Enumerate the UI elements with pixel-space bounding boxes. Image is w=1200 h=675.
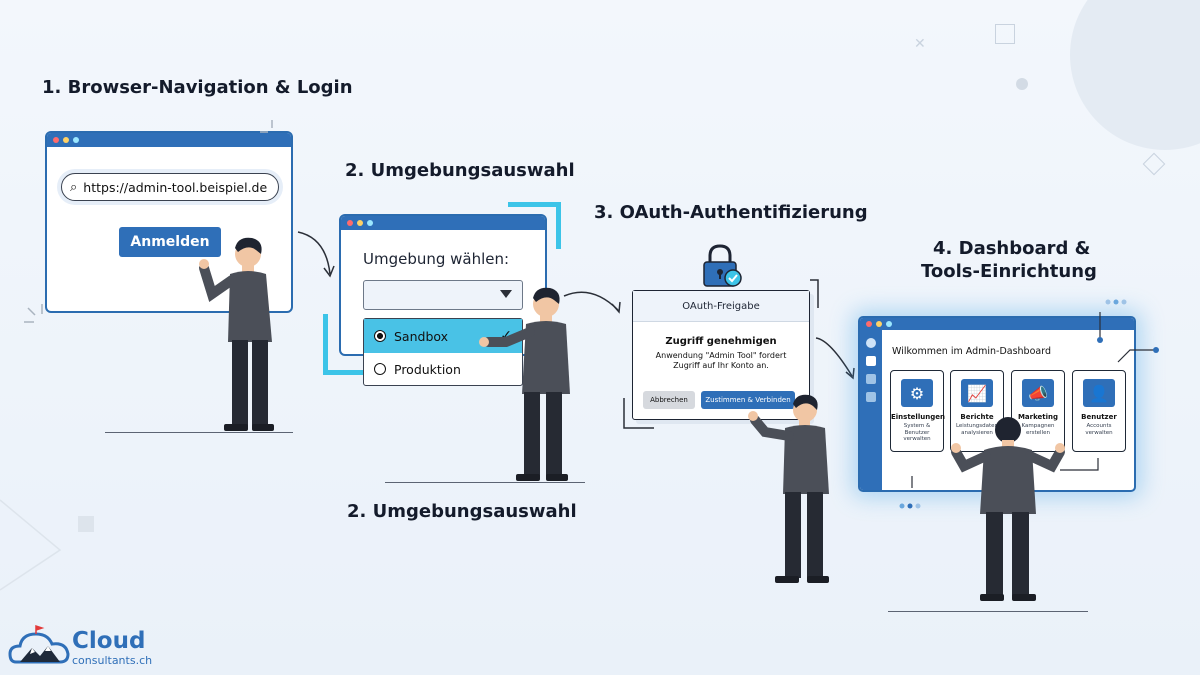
sidebar-item[interactable] <box>866 392 876 402</box>
env-options-list: Sandbox ✓ Produktion <box>363 318 523 386</box>
click-sparks <box>260 120 273 133</box>
dashboard-sidebar <box>860 330 882 490</box>
person-approving <box>748 394 829 583</box>
lock-icon <box>703 244 742 287</box>
bg-square-filled <box>78 516 94 532</box>
card-desc: Kampagnen erstellen <box>1021 423 1055 436</box>
card-title: Berichte <box>960 413 994 421</box>
dashboard-titlebar <box>860 318 1134 330</box>
step3-title: 3. OAuth-Authentifizierung <box>594 202 868 223</box>
checkmark-icon: ✓ <box>500 328 512 344</box>
ground-line <box>888 611 1088 612</box>
megaphone-icon: 📣 <box>1022 379 1054 407</box>
flow-arrow <box>297 231 335 278</box>
user-icon: 👤 <box>1083 379 1115 407</box>
ground-line <box>385 482 585 483</box>
env-select[interactable] <box>363 280 523 310</box>
person-selecting-env <box>479 287 570 481</box>
ground-line <box>105 432 293 433</box>
person-dashboard <box>951 417 1065 601</box>
env-titlebar <box>341 216 545 230</box>
login-button[interactable]: Anmelden <box>119 227 221 257</box>
sidebar-item[interactable] <box>866 374 876 384</box>
env-dialog-shadow <box>508 202 561 249</box>
env-option-produktion[interactable]: Produktion <box>364 353 522 385</box>
radio-selected-icon <box>374 330 386 342</box>
step1-title: 1. Browser-Navigation & Login <box>42 77 353 98</box>
card-marketing[interactable]: 📣 Marketing Kampagnen erstellen <box>1011 370 1065 452</box>
card-title: Einstellungen <box>891 413 945 421</box>
bg-lines <box>0 499 62 591</box>
url-text: https://admin-tool.beispiel.de <box>83 179 268 195</box>
person-pointing-login <box>199 237 274 431</box>
oauth-message: Anwendung "Admin Tool" fordert Zugriff a… <box>655 351 787 371</box>
gear-icon: ⚙ <box>901 379 933 407</box>
env-heading: Umgebung wählen: <box>363 250 510 268</box>
oauth-titlebar: OAuth-Freigabe <box>633 291 809 322</box>
bg-x-mark: ✕ <box>914 36 926 52</box>
dashboard-welcome: Wilkommen im Admin-Dashboard <box>892 346 1051 357</box>
step4-title-line2: Tools-Einrichtung <box>921 261 1097 282</box>
card-berichte[interactable]: 📈 Berichte Leistungsdaten analysieren <box>950 370 1004 452</box>
env-option-label: Produktion <box>394 361 461 377</box>
chart-icon: 📈 <box>961 379 993 407</box>
oauth-heading: Zugriff genehmigen <box>665 336 777 347</box>
connector-lines <box>899 299 1159 509</box>
card-desc: Leistungsdaten analysieren <box>955 423 999 436</box>
sidebar-item[interactable] <box>866 338 876 348</box>
step2-title-top: 2. Umgebungsauswahl <box>345 160 575 181</box>
bg-dot <box>1016 78 1028 90</box>
browser-titlebar <box>47 133 291 147</box>
cancel-button[interactable]: Abbrechen <box>643 391 695 409</box>
env-dialog-shadow <box>323 314 370 375</box>
step2-title-bottom: 2. Umgebungsauswahl <box>347 501 577 522</box>
chevron-down-icon <box>500 290 512 298</box>
browser-window: ⌕ https://admin-tool.beispiel.de Anmelde… <box>45 131 293 313</box>
logo-sub: consultants.ch <box>72 654 153 667</box>
env-option-sandbox[interactable]: Sandbox ✓ <box>364 319 522 353</box>
card-einstellungen[interactable]: ⚙ Einstellungen System & Benutzer verwal… <box>890 370 945 452</box>
flow-arrow <box>815 337 855 380</box>
click-sparks <box>24 304 43 323</box>
oauth-frame-lines <box>623 279 819 429</box>
card-title: Marketing <box>1017 413 1059 421</box>
env-option-label: Sandbox <box>394 328 449 344</box>
bg-circle <box>1070 0 1200 150</box>
flow-arrow <box>563 291 621 314</box>
card-benutzer[interactable]: 👤 Benutzer Accounts verwalten <box>1072 370 1126 452</box>
card-desc: Accounts verwalten <box>1085 423 1113 436</box>
card-title: Benutzer <box>1081 413 1117 421</box>
card-desc: System & Benutzer verwalten <box>903 423 931 443</box>
sidebar-item[interactable] <box>866 356 876 366</box>
radio-empty-icon <box>374 363 386 375</box>
bg-square-outline <box>995 24 1015 44</box>
step4-title-line1: 4. Dashboard & <box>933 238 1091 259</box>
search-icon: ⌕ <box>70 179 78 195</box>
address-bar[interactable]: ⌕ https://admin-tool.beispiel.de <box>61 173 279 201</box>
cloud-logo-icon <box>8 624 70 664</box>
approve-button[interactable]: Zustimmen & Verbinden <box>701 391 795 409</box>
logo-brand: Cloud <box>72 628 146 654</box>
oauth-dialog: OAuth-Freigabe Zugriff genehmigen Anwend… <box>632 290 810 420</box>
bg-diamond <box>1142 152 1166 176</box>
